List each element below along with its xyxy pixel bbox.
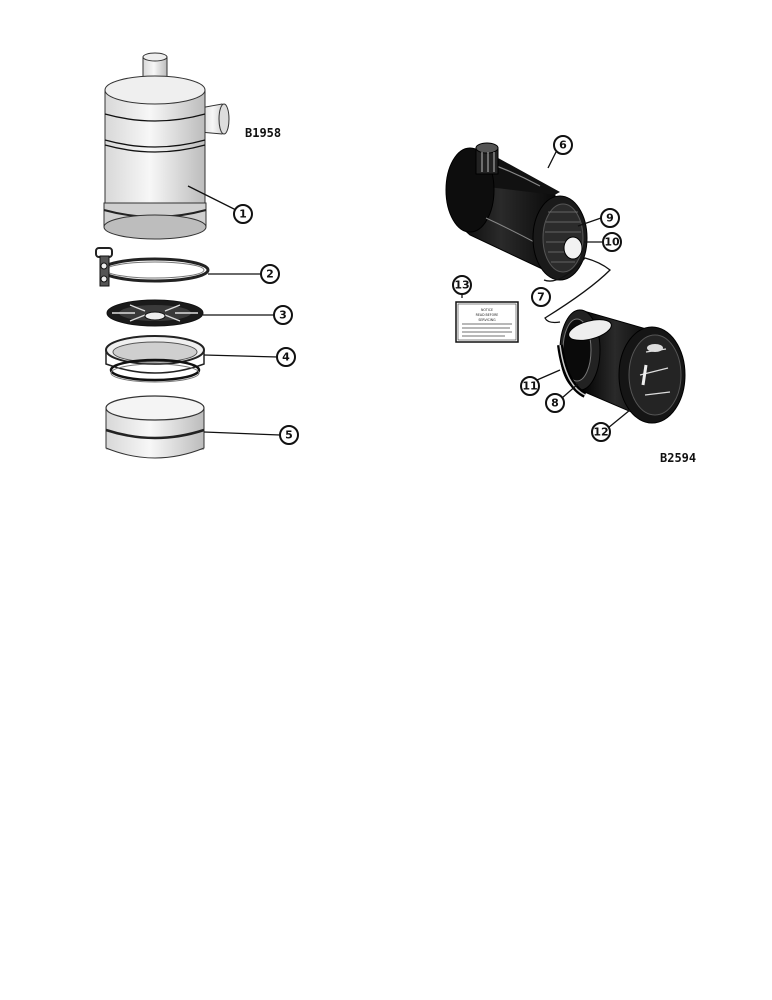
svg-text:1: 1: [239, 208, 247, 221]
leader-4: [203, 354, 279, 358]
svg-text:2: 2: [266, 268, 274, 281]
callout-10: 10: [602, 232, 622, 252]
figure-code-b2594: B2594: [660, 451, 696, 465]
svg-text:12: 12: [593, 426, 608, 439]
clamp-ring-part-2: [95, 247, 210, 287]
canister-body-part-6: [445, 142, 588, 281]
svg-text:3: 3: [279, 309, 287, 322]
svg-text:9: 9: [606, 212, 614, 225]
dust-cup-assembly: [557, 309, 686, 424]
svg-text:5: 5: [285, 429, 293, 442]
svg-text:8: 8: [551, 397, 559, 410]
leader-6: [547, 149, 558, 169]
callout-13: 13: [452, 275, 472, 295]
callout-9: 9: [600, 208, 620, 228]
decal-line-2: READ BEFORE: [476, 313, 499, 317]
oil-cup-part-5: [105, 395, 205, 459]
callout-2: 2: [260, 264, 280, 284]
svg-text:6: 6: [559, 139, 567, 152]
callout-8: 8: [545, 393, 565, 413]
figure-b2594: NOTICE READ BEFORE SERVICING 6 7 8 9 10 …: [445, 135, 696, 465]
leader-1: [187, 185, 237, 211]
decal-part-13: NOTICE READ BEFORE SERVICING: [455, 301, 519, 343]
baffle-dish-part-3: [106, 299, 204, 327]
svg-text:4: 4: [282, 351, 290, 364]
svg-text:10: 10: [604, 236, 620, 249]
oil-cup-rim-part-4: [105, 335, 205, 383]
leader-8: [561, 383, 579, 399]
decal-line-3: SERVICING: [478, 318, 496, 322]
svg-text:13: 13: [454, 279, 469, 292]
leader-12: [607, 409, 631, 429]
figure-b1958: 1 2 3 4 5 B1958: [95, 52, 299, 459]
callout-7: 7: [531, 287, 551, 307]
svg-text:11: 11: [522, 380, 537, 393]
callout-11: 11: [520, 376, 540, 396]
svg-text:7: 7: [537, 291, 545, 304]
callout-3: 3: [273, 305, 293, 325]
decal-line-1: NOTICE: [481, 308, 493, 312]
figure-code-b1958: B1958: [245, 126, 281, 140]
air-cleaner-body-part-1: [103, 52, 230, 240]
callout-1: 1: [233, 204, 253, 224]
leader-11: [536, 369, 561, 381]
callout-6: 6: [553, 135, 573, 155]
leader-5: [203, 431, 281, 436]
callout-5: 5: [279, 425, 299, 445]
callout-4: 4: [276, 347, 296, 367]
callout-12: 12: [591, 422, 611, 442]
gasket-wire-part-7: [543, 257, 611, 324]
leader-9: [577, 217, 602, 227]
